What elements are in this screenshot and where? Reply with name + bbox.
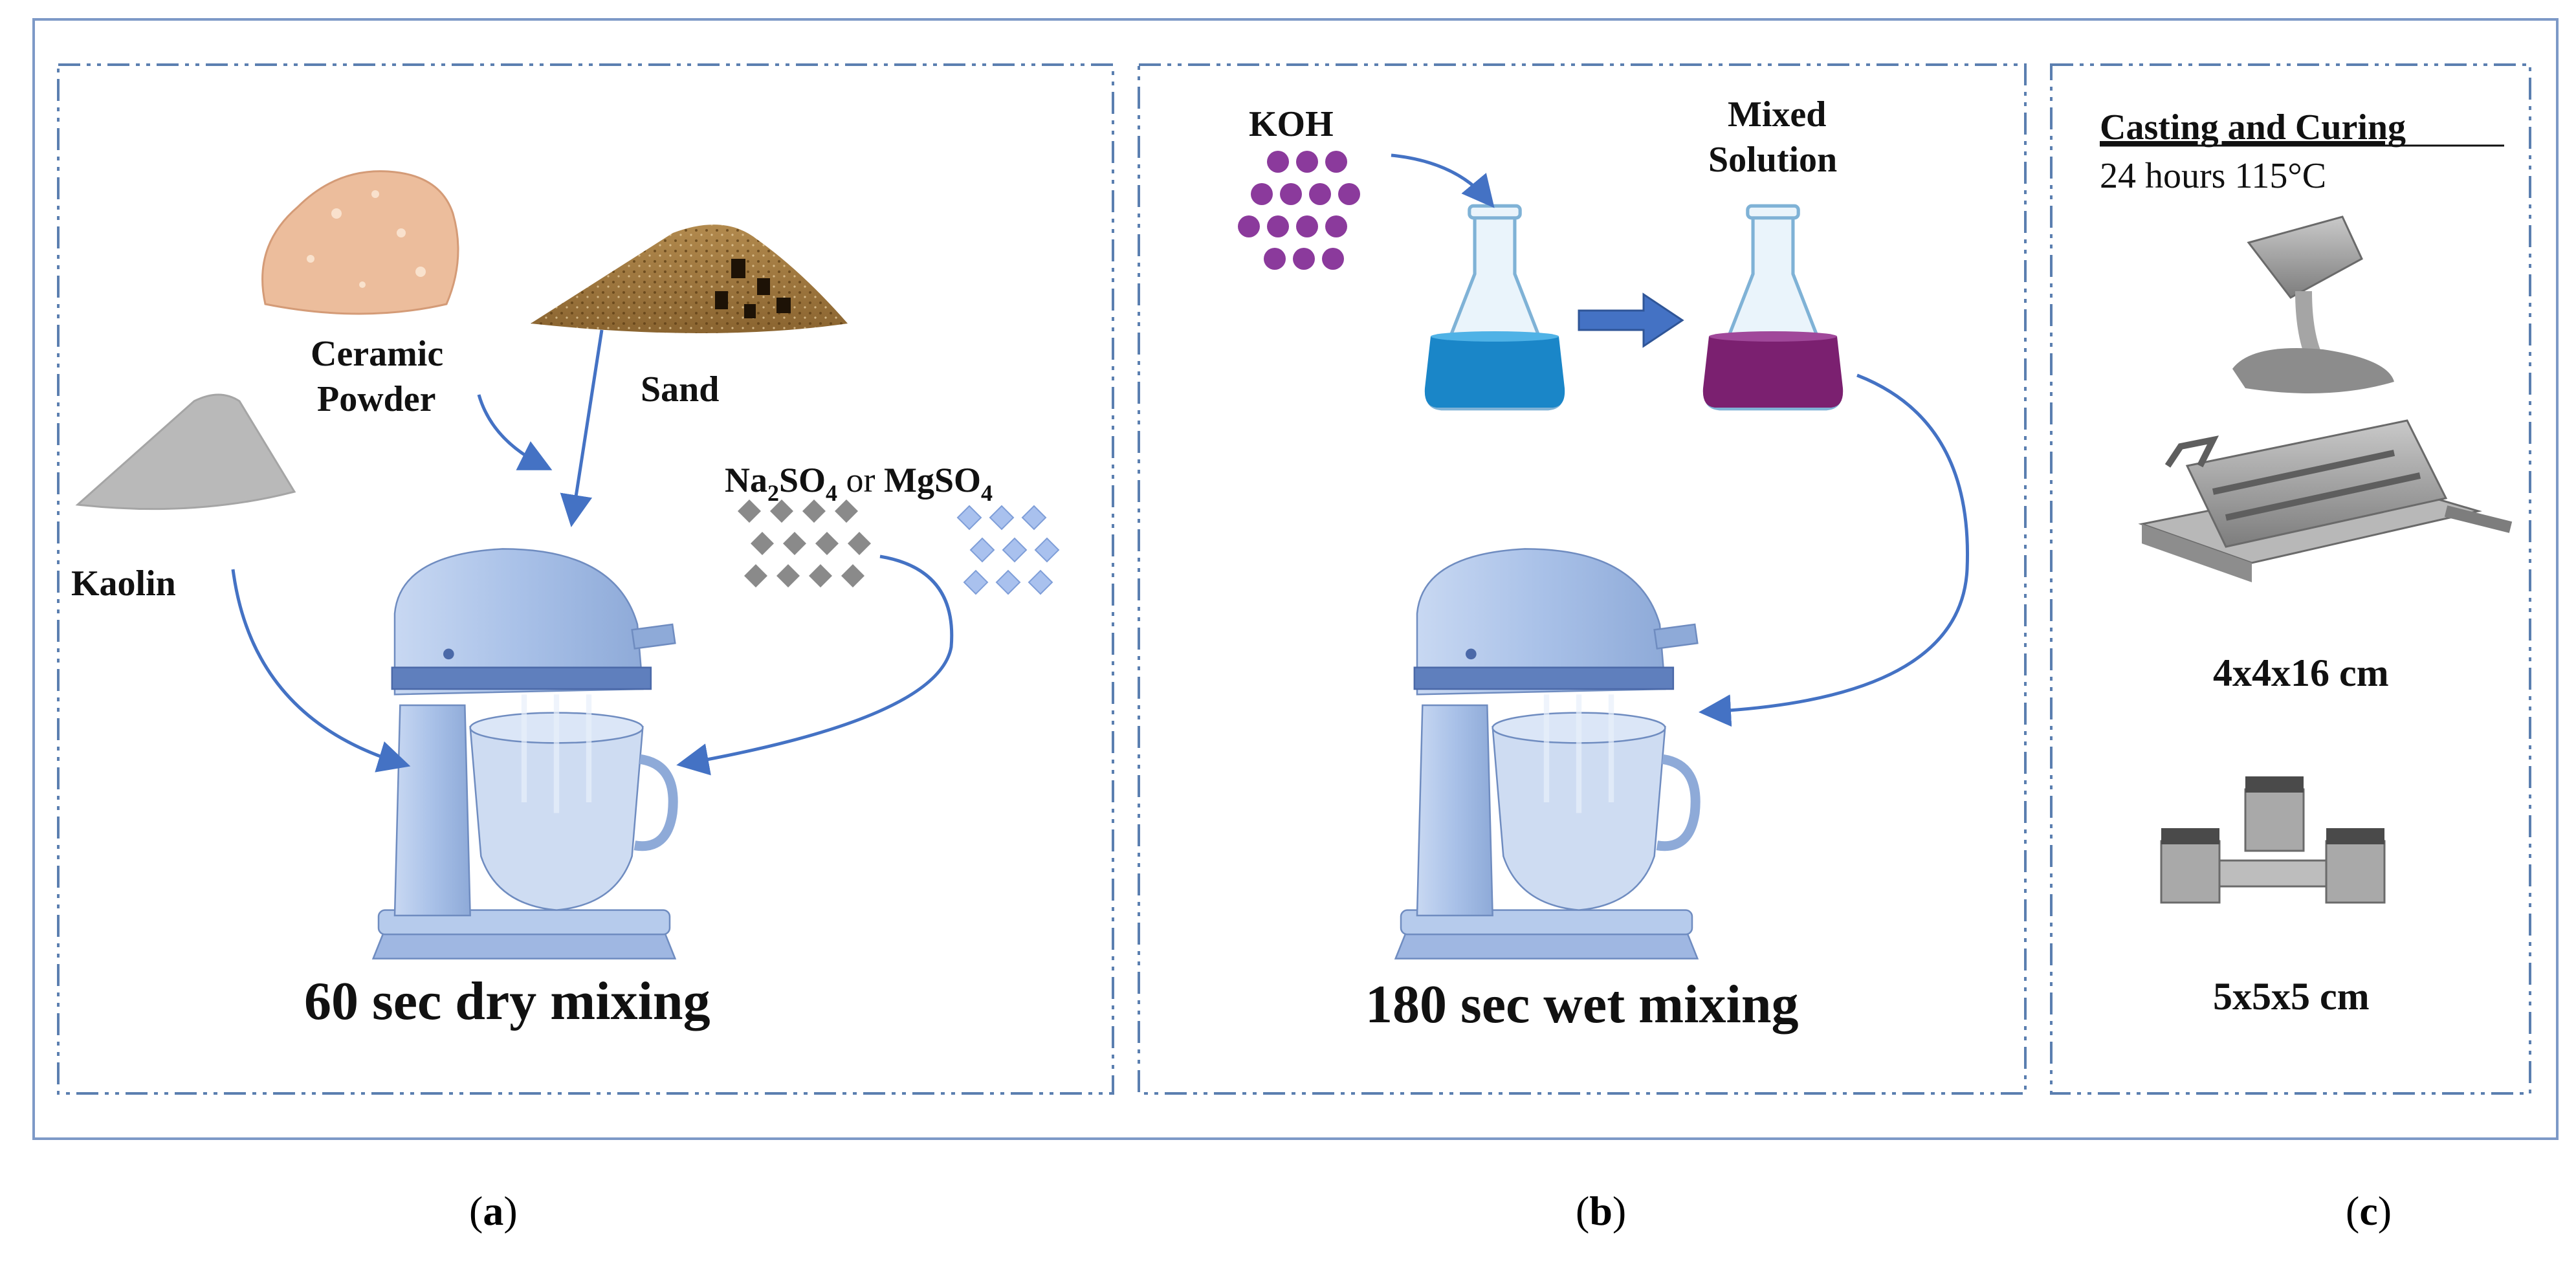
koh-beads (1238, 151, 1360, 270)
ceramic-powder-label-line1: Ceramic (311, 334, 443, 374)
panel-a-frame (57, 63, 1114, 1095)
na2so4-crystals (738, 499, 871, 587)
ceramic-powder-pile (261, 170, 459, 315)
kaolin-pile (75, 393, 296, 510)
curing-conditions: 24 hours 115°C (2100, 156, 2326, 196)
caption-c: (c) (2346, 1188, 2392, 1234)
prism-mold-icon (2138, 419, 2513, 582)
arrow-sand-to-mixer (560, 329, 604, 527)
panel-c: Casting and Curing 24 hours 115°C 4x4x16… (2050, 63, 2531, 1095)
panel-b-caption: 180 sec wet mixing (1365, 974, 1799, 1035)
arrow-kaolin-to-mixer (231, 569, 411, 773)
mgso4-crystals (956, 505, 1060, 595)
mold-4x4x16-label: 4x4x16 cm (2213, 652, 2389, 694)
stand-mixer-dry (373, 549, 676, 958)
arrow-flask-to-flask (1578, 292, 1684, 348)
sulfate-na-sub1: 2 (767, 480, 779, 506)
outer-frame (32, 18, 2559, 1140)
arrow-ceramic-to-mixer (477, 394, 553, 470)
flask-mixed-solution (1702, 206, 1844, 409)
sulfate-or: or (837, 461, 884, 499)
sulfate-mg: MgSO (884, 461, 981, 499)
flask-koh-solution (1424, 206, 1565, 409)
panel-c-frame (2050, 63, 2531, 1095)
mixed-solution-label-line2: Solution (1708, 140, 1837, 180)
mixed-solution-label-line1: Mixed (1728, 94, 1826, 135)
mold-5x5x5-label: 5x5x5 cm (2213, 975, 2370, 1018)
arrow-koh-to-flask (1391, 153, 1495, 208)
sand-pile (531, 225, 848, 333)
sulfate-label: Na2SO4 or MgSO4 (725, 461, 993, 506)
panel-b-frame (1138, 63, 2027, 1095)
sulfate-mg-sub: 4 (981, 480, 993, 506)
ceramic-powder-label-line2: Powder (317, 379, 436, 419)
panel-a: Ceramic Powder Sand Kaolin Na2SO4 or MgS… (57, 63, 1114, 1095)
koh-label: KOH (1249, 104, 1334, 144)
panel-b: KOH Mixed Solution 180 sec wet mixing (1138, 63, 2027, 1095)
arrow-solution-to-mixer (1699, 373, 1970, 727)
arrow-sulfate-to-mixer (676, 554, 954, 776)
sand-label: Sand (641, 369, 719, 410)
stand-mixer-wet (1396, 549, 1698, 958)
sulfate-so: SO (779, 461, 826, 499)
casting-curing-title: Casting and Curing (2100, 107, 2406, 148)
panel-a-caption: 60 sec dry mixing (304, 971, 710, 1031)
pouring-icon (2232, 215, 2394, 393)
caption-a: (a) (469, 1188, 518, 1234)
sulfate-na: Na (725, 461, 767, 499)
cube-molds-icon (2160, 776, 2386, 904)
sulfate-na-sub2: 4 (826, 480, 837, 506)
caption-b: (b) (1576, 1188, 1627, 1234)
kaolin-label: Kaolin (71, 564, 176, 604)
